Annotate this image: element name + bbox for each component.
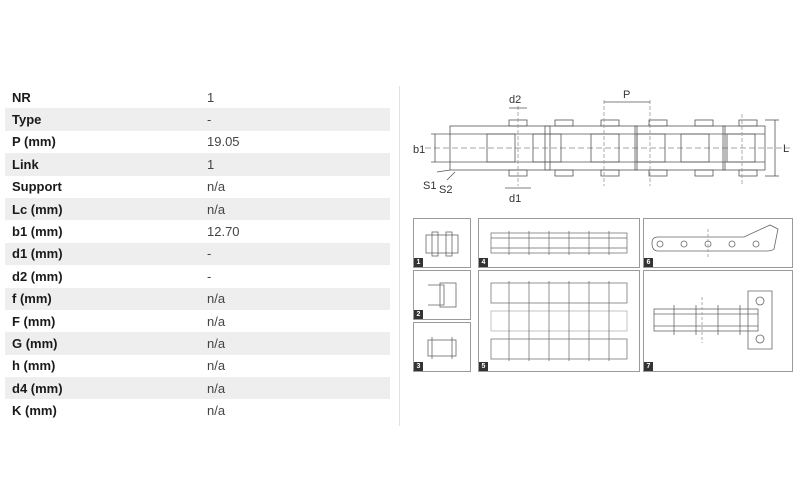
spec-row-support: Support n/a [5, 176, 390, 198]
chain-variant-panel-3: 3 [413, 322, 471, 372]
panel-number: 1 [414, 258, 423, 267]
spec-row-f: f (mm)n/a [5, 287, 390, 310]
spec-value: - [207, 268, 212, 284]
spec-label: h (mm) [12, 358, 56, 374]
spec-label: P (mm) [12, 134, 56, 150]
spec-label: Link [5, 153, 207, 176]
spec-value: 1 [207, 153, 390, 176]
spec-label: F (mm) [12, 313, 56, 329]
chain-variant-panel-6: 6 [643, 218, 793, 268]
panel-number: 5 [479, 362, 488, 371]
spec-value: n/a [207, 179, 226, 195]
spec-label: G (mm) [5, 332, 207, 355]
spec-value: n/a [207, 377, 390, 400]
spec-row-nr: NR 1 [5, 86, 390, 108]
spec-label: d4 (mm) [5, 377, 207, 400]
chain-variant-panel-1: 1 [413, 218, 471, 268]
spec-value: 1 [207, 89, 215, 105]
b1-label: b1 [413, 144, 425, 156]
spec-row-g: G (mm)n/a [5, 332, 390, 355]
spec-value: n/a [207, 332, 390, 355]
spec-label: Lc (mm) [5, 197, 207, 221]
panel-number: 2 [414, 310, 423, 319]
d2-label: d2 [509, 94, 521, 106]
spec-value: n/a [207, 403, 226, 419]
spec-value: n/a [207, 287, 390, 310]
spec-row-p: P (mm) 19.05 [5, 131, 390, 153]
spec-row-d4: d4 (mm)n/a [5, 377, 390, 400]
spec-row-type: Type- [5, 108, 390, 131]
s2-label: S2 [439, 184, 452, 196]
spec-row-d2: d2 (mm) - [5, 265, 390, 287]
p-label: P [623, 89, 630, 101]
multiplex-chain-drawing [490, 281, 628, 361]
spec-label: d2 (mm) [12, 268, 63, 284]
spec-row-b1: b1 (mm) 12.70 [5, 220, 390, 242]
spec-row-lc: Lc (mm)n/a [5, 197, 390, 221]
panel-number: 7 [644, 362, 653, 371]
chain-variant-panel-2: 2 [413, 270, 471, 320]
chain-dimension-drawing: d2 P b1 L S1 S2 d1 [413, 89, 790, 204]
d1-label: d1 [509, 193, 521, 204]
spec-value: 12.70 [207, 224, 240, 240]
spec-label: f (mm) [5, 287, 207, 310]
offset-link-drawing [428, 282, 457, 308]
spec-row-h: h (mm) n/a [5, 355, 390, 377]
spec-value: - [207, 242, 390, 266]
spec-label: Support [12, 179, 62, 195]
bracket-attachment-drawing [653, 290, 773, 350]
chain-variant-panel-7: 7 [643, 270, 793, 372]
spec-value: n/a [207, 313, 226, 329]
single-link-drawing [425, 231, 459, 257]
s1-label: S1 [423, 180, 436, 192]
column-divider [399, 86, 400, 426]
spec-value: - [207, 108, 390, 131]
spec-label: NR [12, 89, 31, 105]
connecting-link-drawing [427, 337, 457, 359]
spec-row-F: F (mm) n/a [5, 310, 390, 332]
l-label: L [783, 143, 789, 155]
spec-value: n/a [207, 197, 390, 221]
simplex-chain-drawing [490, 231, 628, 255]
panel-number: 4 [479, 258, 488, 267]
spec-label: d1 (mm) [5, 242, 207, 266]
spec-label: K (mm) [12, 403, 57, 419]
spec-value: 19.05 [207, 134, 240, 150]
chain-variant-panel-4: 4 [478, 218, 640, 268]
spec-row-k: K (mm) n/a [5, 399, 390, 421]
chain-variant-panel-5: 5 [478, 270, 640, 372]
panel-number: 6 [644, 258, 653, 267]
attachment-plate-drawing [651, 224, 779, 259]
panel-number: 3 [414, 362, 423, 371]
spec-row-d1: d1 (mm)- [5, 242, 390, 266]
spec-label: b1 (mm) [12, 224, 63, 240]
spec-label: Type [5, 108, 207, 131]
spec-value: n/a [207, 358, 226, 374]
